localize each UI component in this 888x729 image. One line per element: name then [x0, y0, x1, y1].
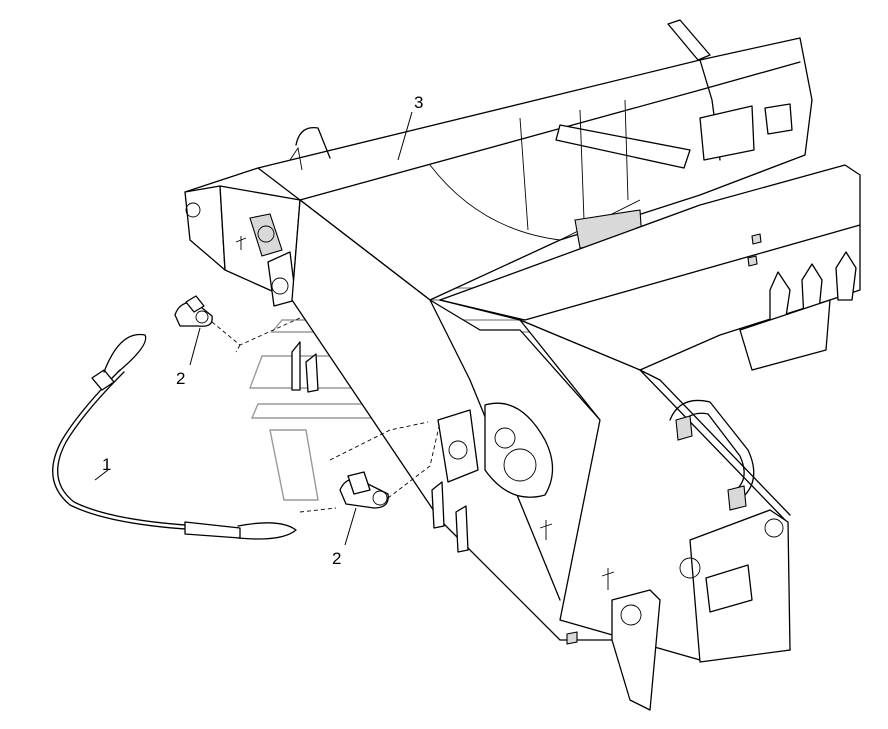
assembly-dashed-lines: [211, 317, 441, 513]
callout-3-label: 3: [414, 93, 423, 112]
callout-leaders: [94, 111, 413, 546]
upper-shackle-pin: [174, 295, 213, 327]
callout-2-upper-label: 2: [176, 369, 185, 388]
main-frame: [184, 19, 861, 711]
lower-shackle-pin: [339, 471, 389, 509]
callout-1-label: 1: [102, 455, 111, 474]
callout-2-lower-label: 2: [332, 549, 341, 568]
cable-assembly: [52, 333, 297, 540]
